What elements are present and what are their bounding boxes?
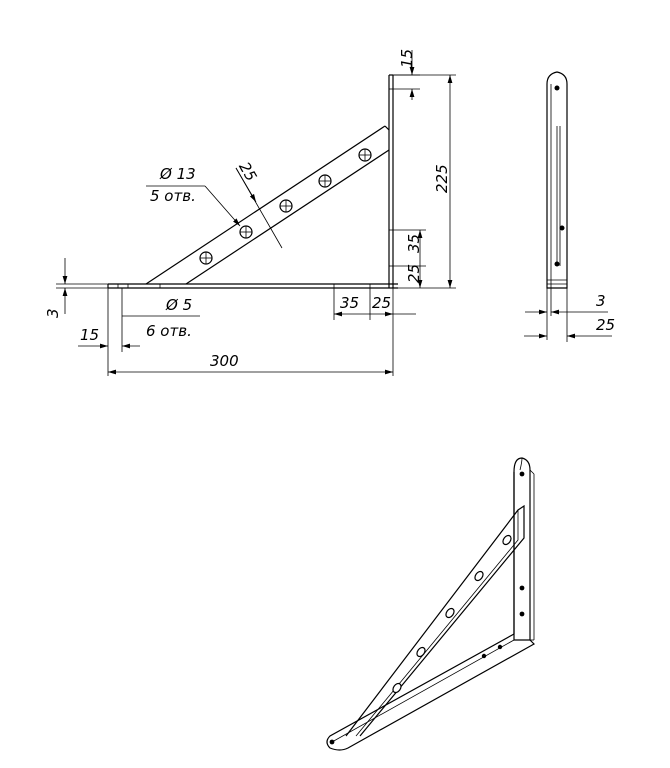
- dim-top-offset-value: 15: [398, 49, 416, 68]
- hole-small-diameter: 5: [183, 296, 193, 314]
- dim-vertical-35-value: 35: [405, 234, 423, 253]
- dim-height-value: 225: [433, 164, 451, 193]
- dim-bottom-25-value: 25: [372, 294, 391, 312]
- hole-large-diameter: 13: [177, 165, 196, 183]
- end-dim-width-value: 25: [596, 316, 615, 334]
- hole-2-icon: [239, 225, 253, 239]
- dim-bottom-35-value: 35: [340, 294, 359, 312]
- hole-3-icon: [279, 199, 293, 213]
- end-hole-3-icon: [554, 261, 560, 267]
- dim-height: 225: [393, 74, 456, 289]
- dim-left-offset-value: 15: [80, 326, 99, 344]
- diameter-symbol: Ø: [159, 165, 173, 183]
- svg-text:Ø 13: Ø 13: [159, 165, 196, 183]
- end-dim-thickness: 3: [525, 288, 608, 340]
- end-dim-width: 25: [524, 288, 615, 342]
- svg-text:Ø 5: Ø 5: [165, 296, 192, 314]
- dim-strut-width-value: 25: [235, 159, 260, 185]
- dim-top-offset: 15: [393, 49, 420, 100]
- end-view: 3 25: [524, 71, 615, 342]
- hole-5-icon: [358, 148, 372, 162]
- dim-thickness: 3: [44, 258, 108, 318]
- hole-small-count: 6 отв.: [146, 322, 192, 340]
- isometric-view: [326, 457, 535, 751]
- strut-holes: [199, 148, 372, 265]
- dim-vertical-25-value: 25: [405, 264, 423, 283]
- hole-large-callout: Ø 13 5 отв.: [146, 165, 241, 227]
- vertical-flange: [388, 74, 394, 288]
- dim-length-value: 300: [210, 352, 239, 370]
- hole-small-callout: Ø 5 6 отв.: [121, 288, 200, 340]
- side-view: Ø 13 5 отв. 25 15 225: [44, 49, 456, 376]
- hole-large-count: 5 отв.: [150, 187, 196, 205]
- end-hole-1-icon: [554, 85, 560, 91]
- dim-length: 300: [108, 352, 393, 375]
- dim-bottom-holes: 35 25: [333, 288, 416, 376]
- diameter-symbol-small: Ø: [165, 296, 179, 314]
- end-hole-2-icon: [559, 225, 565, 231]
- hole-1-icon: [199, 251, 213, 265]
- end-dim-thickness-value: 3: [596, 292, 606, 310]
- dim-thickness-value: 3: [44, 308, 62, 318]
- hole-4-icon: [318, 174, 332, 188]
- dim-left-offset: 15: [78, 288, 140, 376]
- horizontal-flange: [107, 283, 398, 289]
- diagonal-strut: [145, 125, 390, 285]
- dim-vertical-holes: 35 25: [393, 229, 426, 288]
